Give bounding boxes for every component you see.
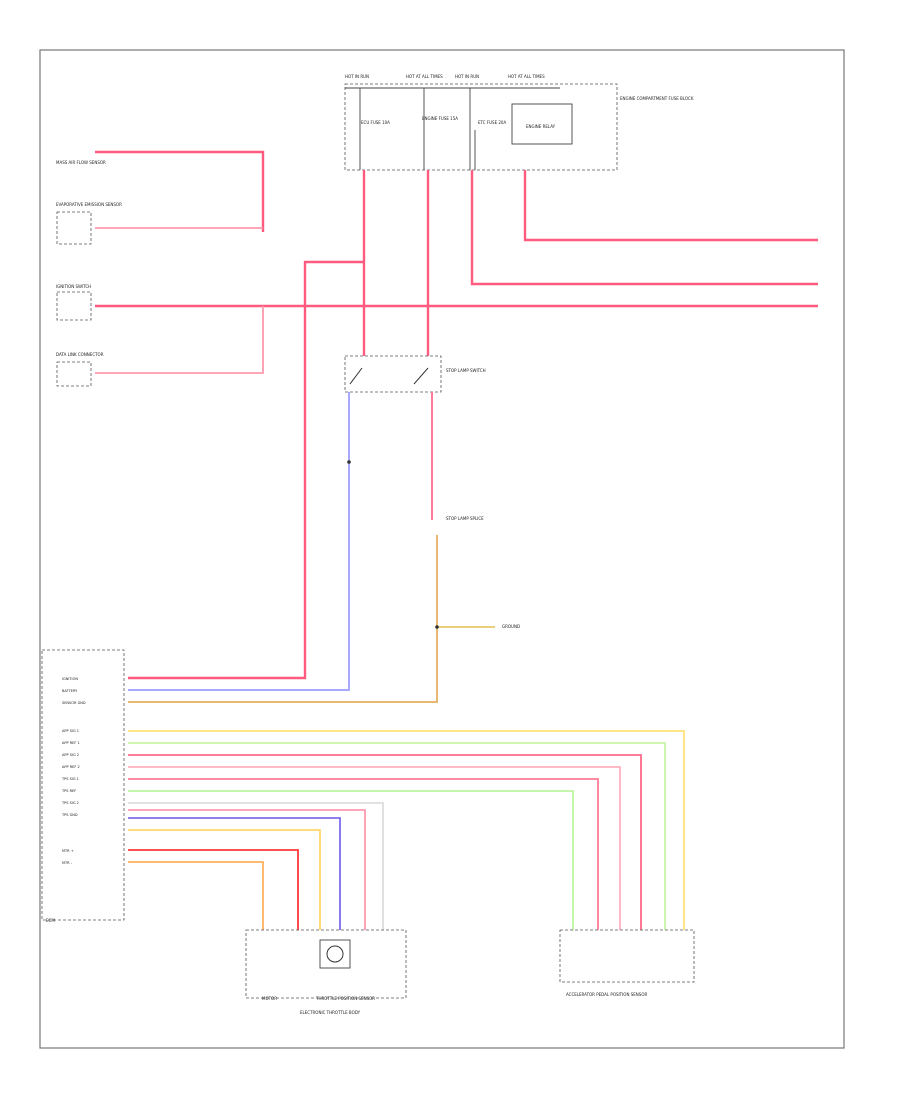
wire-pink-relay: [523, 170, 818, 242]
ecm-pin-5: APP REF 1: [62, 741, 80, 745]
fuse-header-2: HOT AT ALL TIMES: [406, 74, 443, 79]
ground-label: GROUND: [502, 624, 520, 629]
ecm-pin-3: SENSOR GND: [62, 701, 86, 705]
tps-label: THROTTLE POSITION SENSOR: [315, 996, 375, 1001]
mass-air-flow-label: MASS AIR FLOW SENSOR: [56, 160, 106, 165]
ecm-pin-11: TPS GND: [61, 813, 78, 817]
ignition-switch-label: IGNITION SWITCH: [56, 284, 91, 289]
stop-lamp-switch: STOP LAMP SWITCH: [344, 355, 486, 393]
wire-tan-ground: [128, 535, 438, 703]
fuse-header-1: HOT IN RUN: [345, 74, 369, 79]
ecm-pin-4: APP SIG 1: [62, 729, 79, 733]
stop-lamp-splice-label: STOP LAMP SPLICE: [446, 516, 484, 521]
left-component-4: DATA LINK CONNECTOR: [56, 352, 104, 387]
wire-pink-fuse3: [470, 170, 818, 286]
accelerator-pedal-sensor: ACCELERATOR PEDAL POSITION SENSOR: [559, 929, 695, 997]
stop-lamp-switch-label: STOP LAMP SWITCH: [446, 368, 486, 373]
ecm-pin-8: TPS SIG 1: [61, 777, 79, 781]
motor-label: MOTOR: [262, 996, 277, 1001]
wire-blue-switch: [128, 392, 350, 691]
wire-pink-fuse1: [128, 170, 366, 680]
ecm-pin-7: APP REF 2: [62, 765, 80, 769]
fuse-1-label: ECU FUSE 10A: [361, 120, 390, 125]
left-component-1: MASS AIR FLOW SENSOR: [56, 150, 265, 232]
fuse-header-4: HOT AT ALL TIMES: [508, 74, 545, 79]
throttle-body: MOTOR THROTTLE POSITION SENSOR ELECTRONI…: [245, 929, 407, 1015]
evap-sensor-label: EVAPORATIVE EMISSION SENSOR: [56, 202, 122, 207]
ecm-pin-6: APP SIG 2: [62, 753, 79, 757]
left-component-2: EVAPORATIVE EMISSION SENSOR: [56, 202, 263, 245]
relay-label: ENGINE RELAY: [526, 124, 556, 129]
fuse-3-label: ETC FUSE 20A: [478, 120, 506, 125]
fuse-block: HOT IN RUN HOT AT ALL TIMES HOT IN RUN H…: [344, 74, 694, 171]
ecm-pin-1: IGNITION: [62, 677, 78, 681]
ecm-pin-13: MTR -: [62, 861, 73, 865]
ecm-module: ECM IGNITION BATTERY SENSOR GND APP SIG …: [41, 649, 125, 923]
throttle-body-label: ELECTRONIC THROTTLE BODY: [300, 1010, 361, 1015]
left-component-3: IGNITION SWITCH: [56, 284, 264, 374]
fuse-header-3: HOT IN RUN: [455, 74, 479, 79]
ecm-pin-9: TPS REF: [61, 789, 76, 793]
ecm-output-wires: [128, 730, 685, 930]
ecm-pin-12: MTR +: [62, 849, 74, 853]
fuse-block-name: ENGINE COMPARTMENT FUSE BLOCK: [620, 96, 694, 101]
app-sensor-label: ACCELERATOR PEDAL POSITION SENSOR: [566, 992, 647, 997]
data-link-label: DATA LINK CONNECTOR: [56, 352, 104, 357]
ecm-pin-2: BATTERY: [62, 689, 78, 693]
fuse-2-label: ENGINE FUSE 15A: [422, 116, 458, 121]
ecm-label: ECM: [46, 918, 55, 923]
ecm-pin-10: TPS SIG 2: [61, 801, 79, 805]
diagram-frame: [39, 49, 845, 1049]
